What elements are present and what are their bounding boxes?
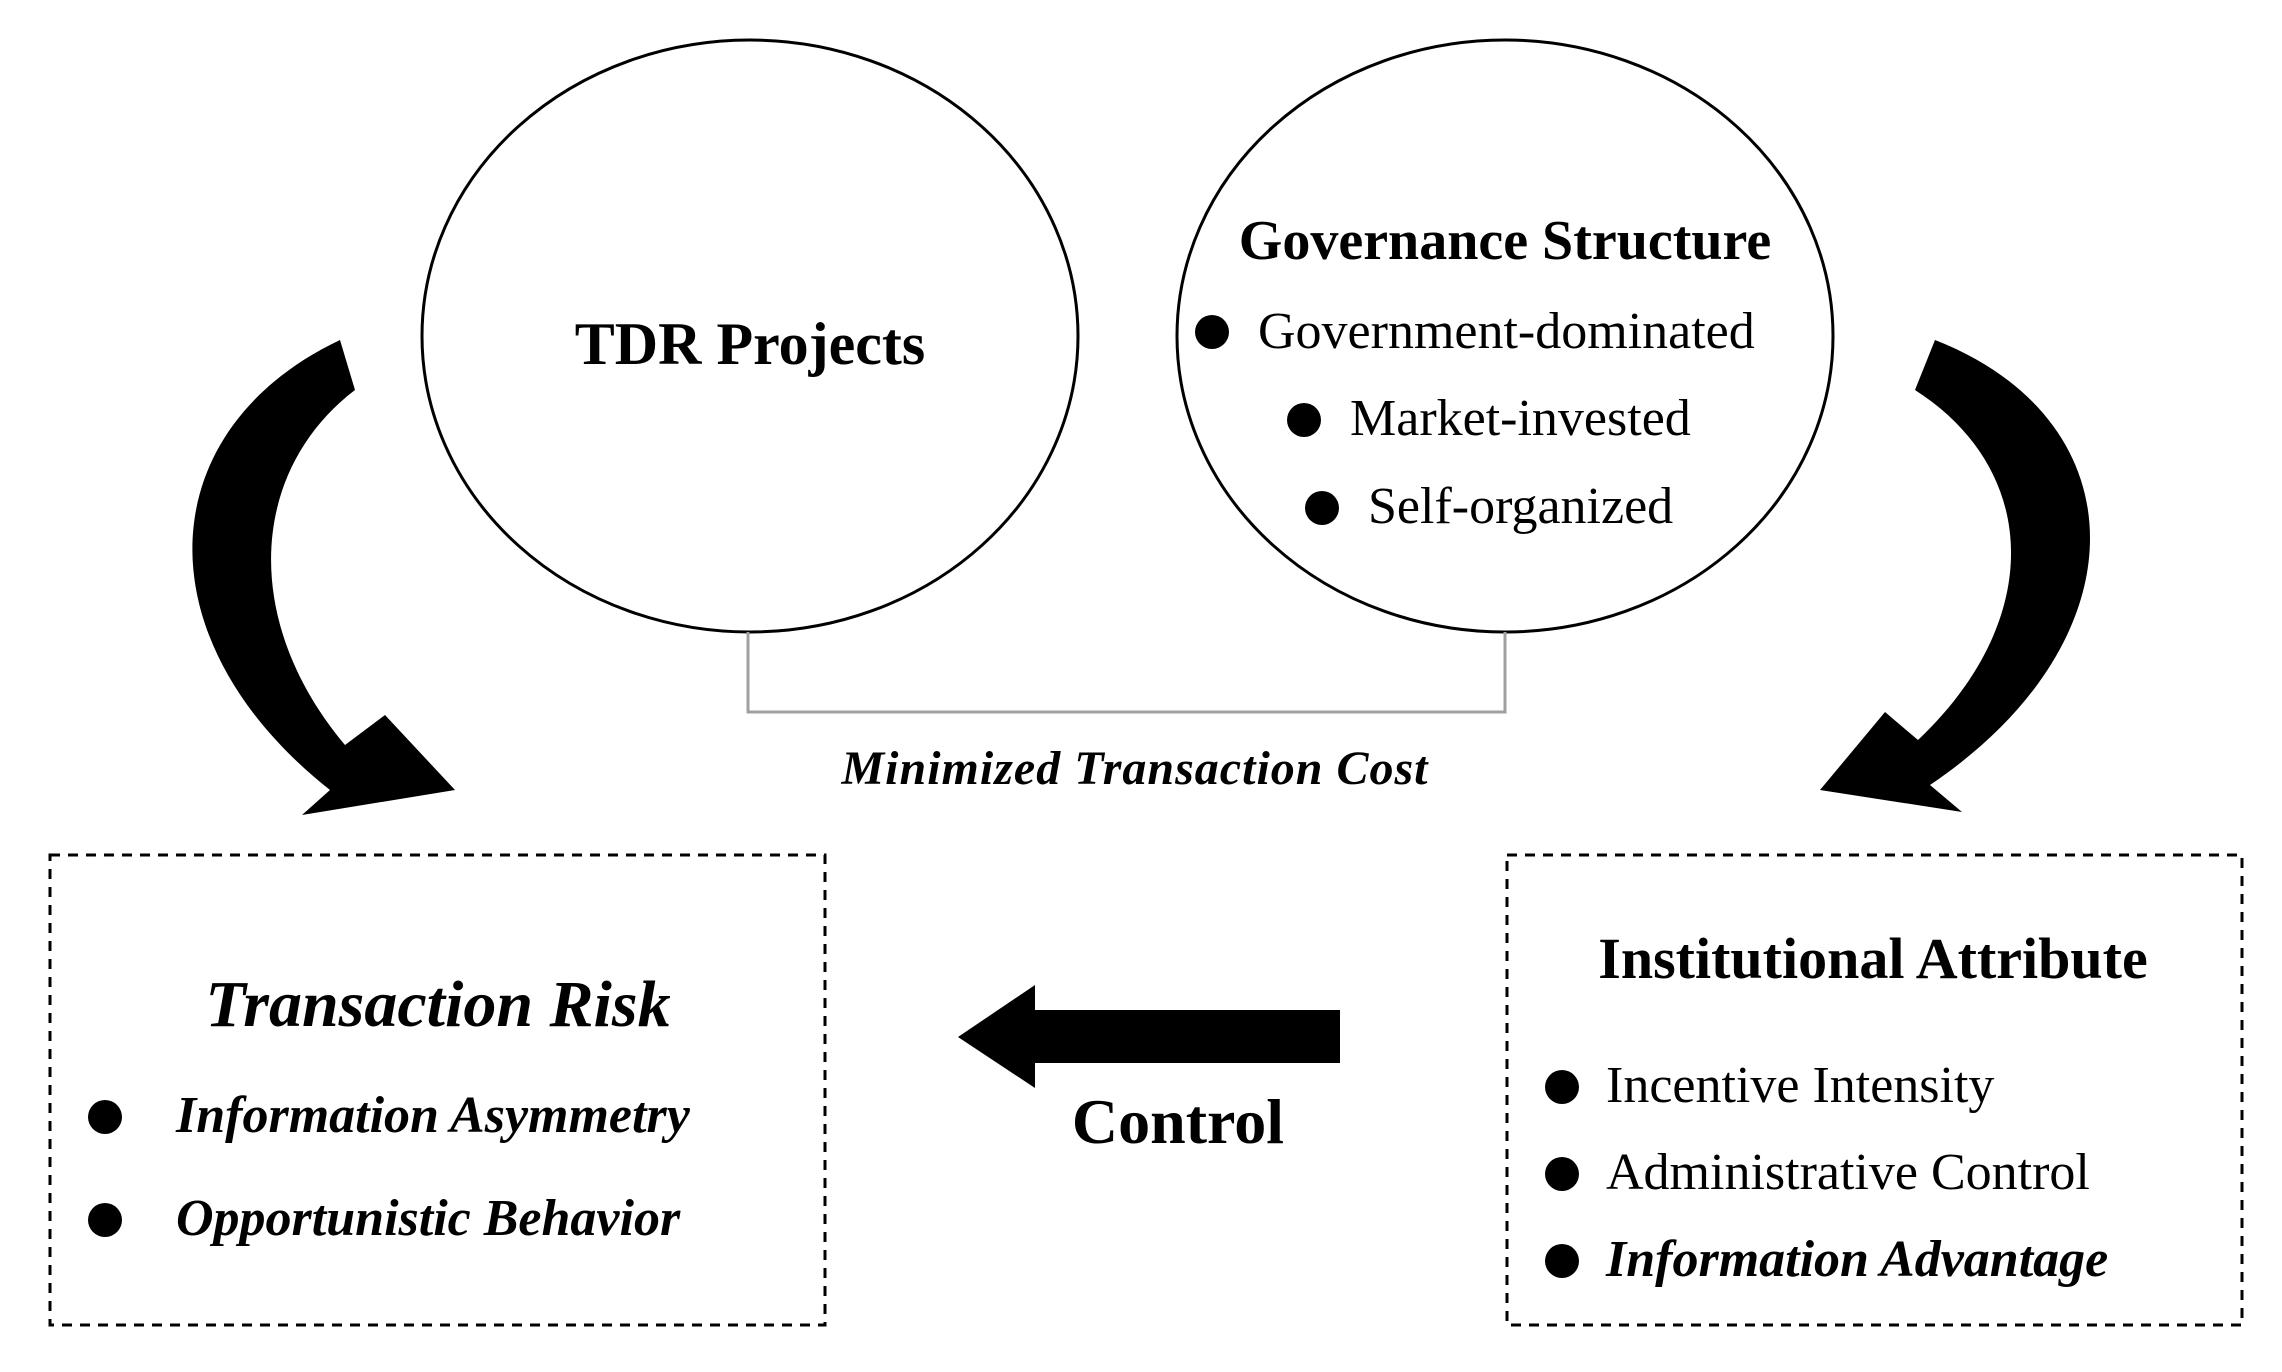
transaction-risk-bullet-1 [88,1100,122,1134]
governance-item-1: Government-dominated [1258,303,1755,360]
governance-bullet-2 [1287,403,1321,437]
tdr-projects-ellipse [420,38,1080,634]
governance-item-3: Self-organized [1368,478,1674,535]
tdr-projects-title: TDR Projects [574,311,926,377]
transaction-risk-bullet-2 [88,1203,122,1237]
control-label: Control [1071,1086,1285,1157]
institutional-attribute-title: Institutional Attribute [1598,926,2148,991]
institutional-bullet-1 [1545,1070,1579,1104]
transaction-risk-box [48,853,827,1327]
governance-item-2: Market-invested [1350,390,1691,447]
minimized-transaction-cost-label: Minimized Transaction Cost [841,742,1429,795]
bracket-connector [746,632,1507,714]
left-curved-arrow [192,340,455,815]
governance-bullet-3 [1305,491,1339,525]
transaction-risk-item-2: Opportunistic Behavior [176,1190,681,1247]
governance-bullet-1 [1195,315,1229,349]
institutional-bullet-2 [1545,1157,1579,1191]
transaction-risk-item-1: Information Asymmetry [176,1087,690,1144]
control-arrow [958,985,1340,1088]
right-curved-arrow [1820,340,2090,812]
institutional-item-2: Administrative Control [1606,1144,2090,1201]
institutional-item-1: Incentive Intensity [1606,1057,1995,1114]
institutional-bullet-3 [1545,1244,1579,1278]
institutional-item-3: Information Advantage [1606,1231,2109,1288]
governance-structure-title: Governance Structure [1238,210,1772,272]
transaction-risk-title: Transaction Risk [205,968,671,1041]
institutional-attribute-box [1505,853,2244,1327]
